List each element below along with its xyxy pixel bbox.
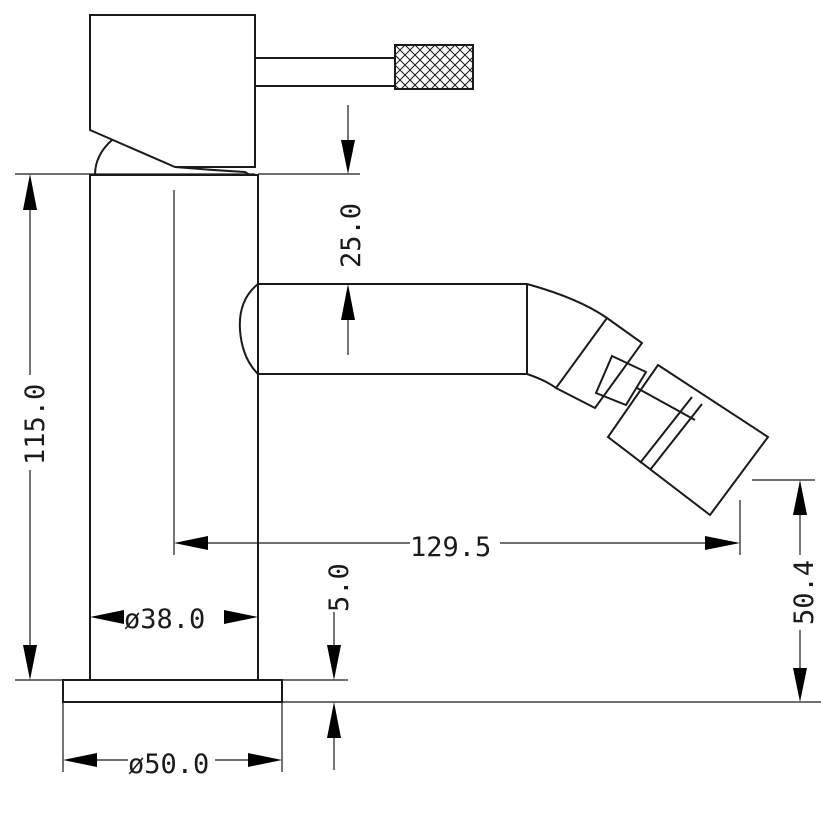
- cartridge-neck: [94, 139, 113, 176]
- dim-base-thickness: 5.0: [282, 563, 821, 770]
- dim-label-spout-reach: 129.5: [410, 532, 491, 563]
- dim-spout-reach: 129.5: [173, 190, 741, 563]
- dim-label-base-thickness: 5.0: [324, 563, 355, 612]
- dim-base-diameter: ø50.0: [62, 702, 283, 780]
- dim-label-spout-drop: 25.0: [336, 203, 367, 268]
- dim-label-body-height: 115.0: [20, 384, 51, 465]
- dim-body-height: 115.0: [15, 173, 90, 681]
- dim-label-body-diameter: ø38.0: [124, 604, 205, 635]
- dim-spout-drop: 25.0: [258, 105, 367, 355]
- dim-label-base-diameter: ø50.0: [128, 749, 209, 780]
- knurled-lever-tip: [394, 44, 474, 90]
- lever-stem: [254, 57, 396, 87]
- nozzle-head: [606, 363, 770, 517]
- faucet-outline: [62, 14, 770, 703]
- dim-label-outlet-height: 50.4: [789, 560, 820, 625]
- dim-body-diameter: ø38.0: [90, 604, 258, 635]
- spout: [238, 283, 770, 517]
- handle-housing: [89, 14, 256, 168]
- base-plate: [62, 679, 283, 703]
- dim-outlet-height: 50.4: [752, 479, 820, 702]
